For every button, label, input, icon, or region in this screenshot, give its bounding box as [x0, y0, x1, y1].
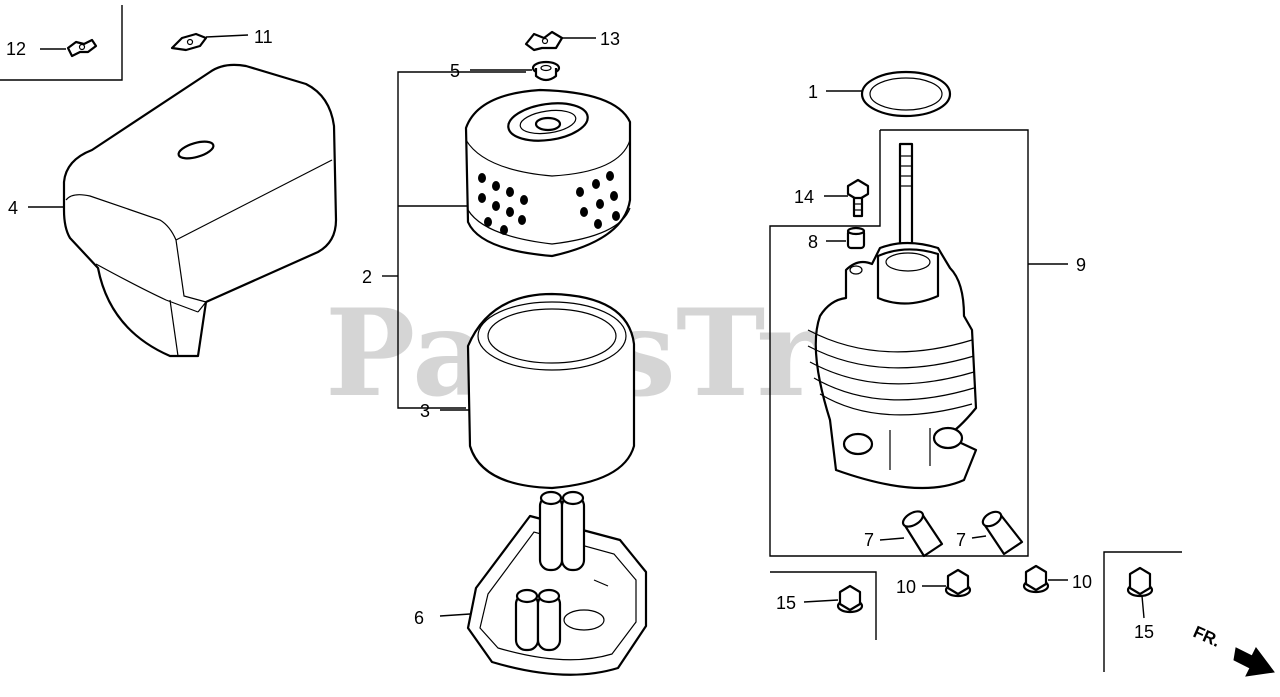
part-12-wing-nut[interactable] [66, 38, 98, 58]
part-11-wing-nut[interactable] [170, 32, 208, 52]
leader-7a [879, 537, 905, 541]
bracket-nut-right [1103, 551, 1182, 672]
leader-11 [205, 34, 249, 38]
callout-2[interactable]: 2 [362, 267, 372, 287]
leader-6 [439, 613, 471, 617]
bracket-wing-nuts [0, 5, 123, 81]
callout-8[interactable]: 8 [808, 232, 818, 252]
callout-14[interactable]: 14 [794, 187, 814, 207]
callout-4[interactable]: 4 [8, 198, 18, 218]
part-8-collar[interactable] [846, 226, 866, 250]
bracket-nut-left [770, 571, 877, 640]
part-2-filter-element[interactable] [464, 88, 632, 258]
part-4-air-cleaner-cover[interactable] [62, 63, 338, 358]
front-label: FR. [1190, 622, 1223, 650]
callout-6[interactable]: 6 [414, 608, 424, 628]
callout-1[interactable]: 1 [808, 82, 818, 102]
callout-3[interactable]: 3 [420, 401, 430, 421]
leader-15a [803, 599, 839, 603]
part-13-wing-nut[interactable] [524, 30, 564, 52]
callout-5[interactable]: 5 [450, 61, 460, 81]
part-5-grommet[interactable] [531, 60, 561, 82]
callout-7a[interactable]: 7 [864, 530, 874, 550]
callout-10a[interactable]: 10 [896, 577, 916, 597]
leader-15b [1141, 595, 1145, 619]
callout-15b[interactable]: 15 [1134, 622, 1154, 642]
part-7-tube-left[interactable] [900, 508, 944, 558]
callout-13[interactable]: 13 [600, 29, 620, 49]
part-10-nut-right[interactable] [1022, 564, 1050, 594]
bracket-element-assembly [397, 71, 526, 409]
part-15-flange-nut-right[interactable] [1126, 566, 1154, 598]
part-3-foam-element[interactable] [466, 292, 636, 490]
part-10-nut-left[interactable] [944, 568, 972, 598]
callout-7b[interactable]: 7 [956, 530, 966, 550]
front-direction-indicator: FR. [1190, 622, 1275, 677]
callout-10b[interactable]: 10 [1072, 572, 1092, 592]
part-1-gasket[interactable] [860, 70, 952, 118]
element-perforations [478, 171, 620, 235]
callout-11[interactable]: 11 [254, 27, 273, 47]
bracket-elbow-assembly [769, 129, 1029, 557]
part-7-tube-right[interactable] [980, 509, 1024, 556]
part-15-flange-nut-left[interactable] [836, 584, 864, 614]
callout-9[interactable]: 9 [1076, 255, 1086, 275]
part-6-air-cleaner-base[interactable] [466, 490, 648, 676]
part-9-elbow-body[interactable] [807, 142, 978, 490]
front-arrow-icon [1233, 647, 1275, 677]
callout-15a[interactable]: 15 [776, 593, 796, 613]
leader-7b [971, 535, 987, 539]
part-14-bolt[interactable] [846, 178, 870, 218]
callout-12[interactable]: 12 [6, 39, 26, 59]
